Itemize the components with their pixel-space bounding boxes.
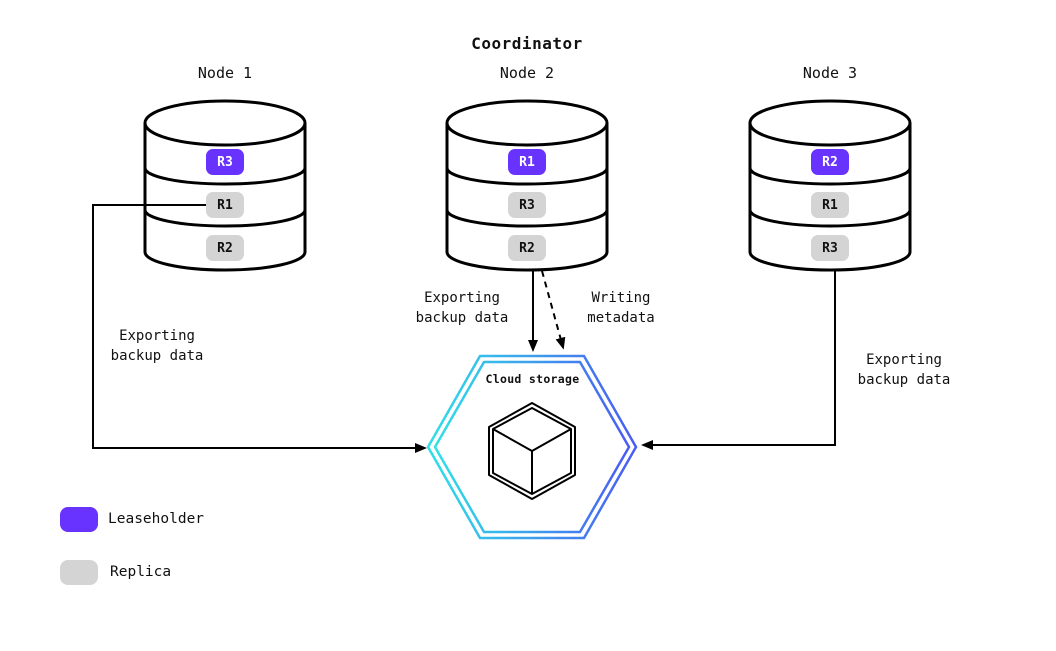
- cube-icon: [488, 402, 576, 500]
- node2-database-cylinder: [445, 99, 609, 272]
- node1-label: Node 1: [197, 64, 253, 82]
- node1-replica-badge: R3: [206, 149, 244, 175]
- node3-export-arrow: [641, 271, 836, 450]
- node3-replica-badge: R2: [811, 149, 849, 175]
- node2-metadata-dashed-arrow: [541, 270, 566, 350]
- replica-legend-swatch: [60, 560, 98, 585]
- node3-label: Node 3: [802, 64, 858, 82]
- node2-label: Node 2: [499, 64, 555, 82]
- node1-replica-badge: R1: [206, 192, 244, 218]
- node2-metadata-label: Writing metadata: [587, 290, 655, 326]
- cloud-storage-hexagon: [426, 354, 638, 540]
- leaseholder-legend-label: Leaseholder: [108, 511, 205, 527]
- node1-database-cylinder: [143, 99, 307, 272]
- node2-replica-badge: R2: [508, 235, 546, 261]
- node3-export-label: Exporting backup data: [857, 352, 951, 388]
- node2-export-label: Exporting backup data: [415, 290, 509, 326]
- node1-export-label: Exporting backup data: [110, 328, 204, 364]
- cloud-storage-label: Cloud storage: [485, 372, 580, 386]
- node1-export-arrow: [92, 204, 427, 453]
- node1-replica-badge: R2: [206, 235, 244, 261]
- node3-replica-badge: R3: [811, 235, 849, 261]
- leaseholder-legend-swatch: [60, 507, 98, 532]
- node3-replica-badge: R1: [811, 192, 849, 218]
- node3-database-cylinder: [748, 99, 912, 272]
- node2-replica-badge: R3: [508, 192, 546, 218]
- diagram-title: Coordinator: [471, 34, 583, 53]
- node2-replica-badge: R1: [508, 149, 546, 175]
- replica-legend-label: Replica: [110, 564, 172, 580]
